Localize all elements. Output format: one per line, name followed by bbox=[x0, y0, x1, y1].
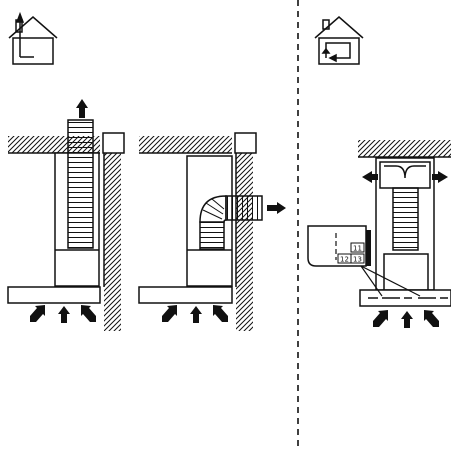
intake-arrow-center bbox=[58, 306, 70, 323]
intake-arrow-right bbox=[81, 305, 96, 322]
outlet-arrow-left bbox=[362, 171, 378, 183]
intake-arrow-right bbox=[213, 305, 228, 322]
wall-hatch bbox=[236, 153, 253, 331]
wall-hatch bbox=[104, 153, 121, 331]
part-label-13: 13 bbox=[353, 256, 362, 264]
exhaust-arrow-up bbox=[76, 99, 88, 118]
motor-housing bbox=[383, 253, 429, 291]
intake-arrow-right bbox=[424, 310, 439, 327]
figure-recirculation: 11 12 13 bbox=[307, 140, 451, 328]
hood-canopy bbox=[7, 286, 101, 304]
flexible-duct-vertical bbox=[199, 221, 225, 250]
ceiling-hatch bbox=[139, 136, 232, 153]
ducted-extraction-house-icon bbox=[8, 11, 58, 65]
figure-vertical-duct bbox=[7, 99, 125, 331]
flexible-duct bbox=[67, 119, 94, 249]
hood-canopy bbox=[138, 286, 233, 304]
intake-arrow-center bbox=[401, 311, 413, 328]
flexible-duct-horizontal bbox=[225, 195, 263, 221]
outlet-arrow-right bbox=[432, 171, 448, 183]
filter-detail-callout: 11 12 13 bbox=[307, 225, 421, 297]
recirculation-house-icon bbox=[314, 16, 364, 65]
intake-arrow-left bbox=[373, 310, 388, 327]
intake-arrow-left bbox=[30, 305, 45, 322]
intake-arrow-center bbox=[190, 306, 202, 323]
ceiling-box bbox=[102, 132, 125, 154]
figure-wall-duct bbox=[138, 132, 286, 331]
flexible-duct bbox=[392, 187, 419, 251]
ceiling-box bbox=[234, 132, 257, 154]
part-label-12: 12 bbox=[340, 256, 349, 264]
exhaust-arrow-right bbox=[267, 202, 286, 214]
part-label-11: 11 bbox=[353, 245, 362, 253]
intake-arrow-left bbox=[162, 305, 177, 322]
ceiling-hatch bbox=[358, 140, 451, 157]
